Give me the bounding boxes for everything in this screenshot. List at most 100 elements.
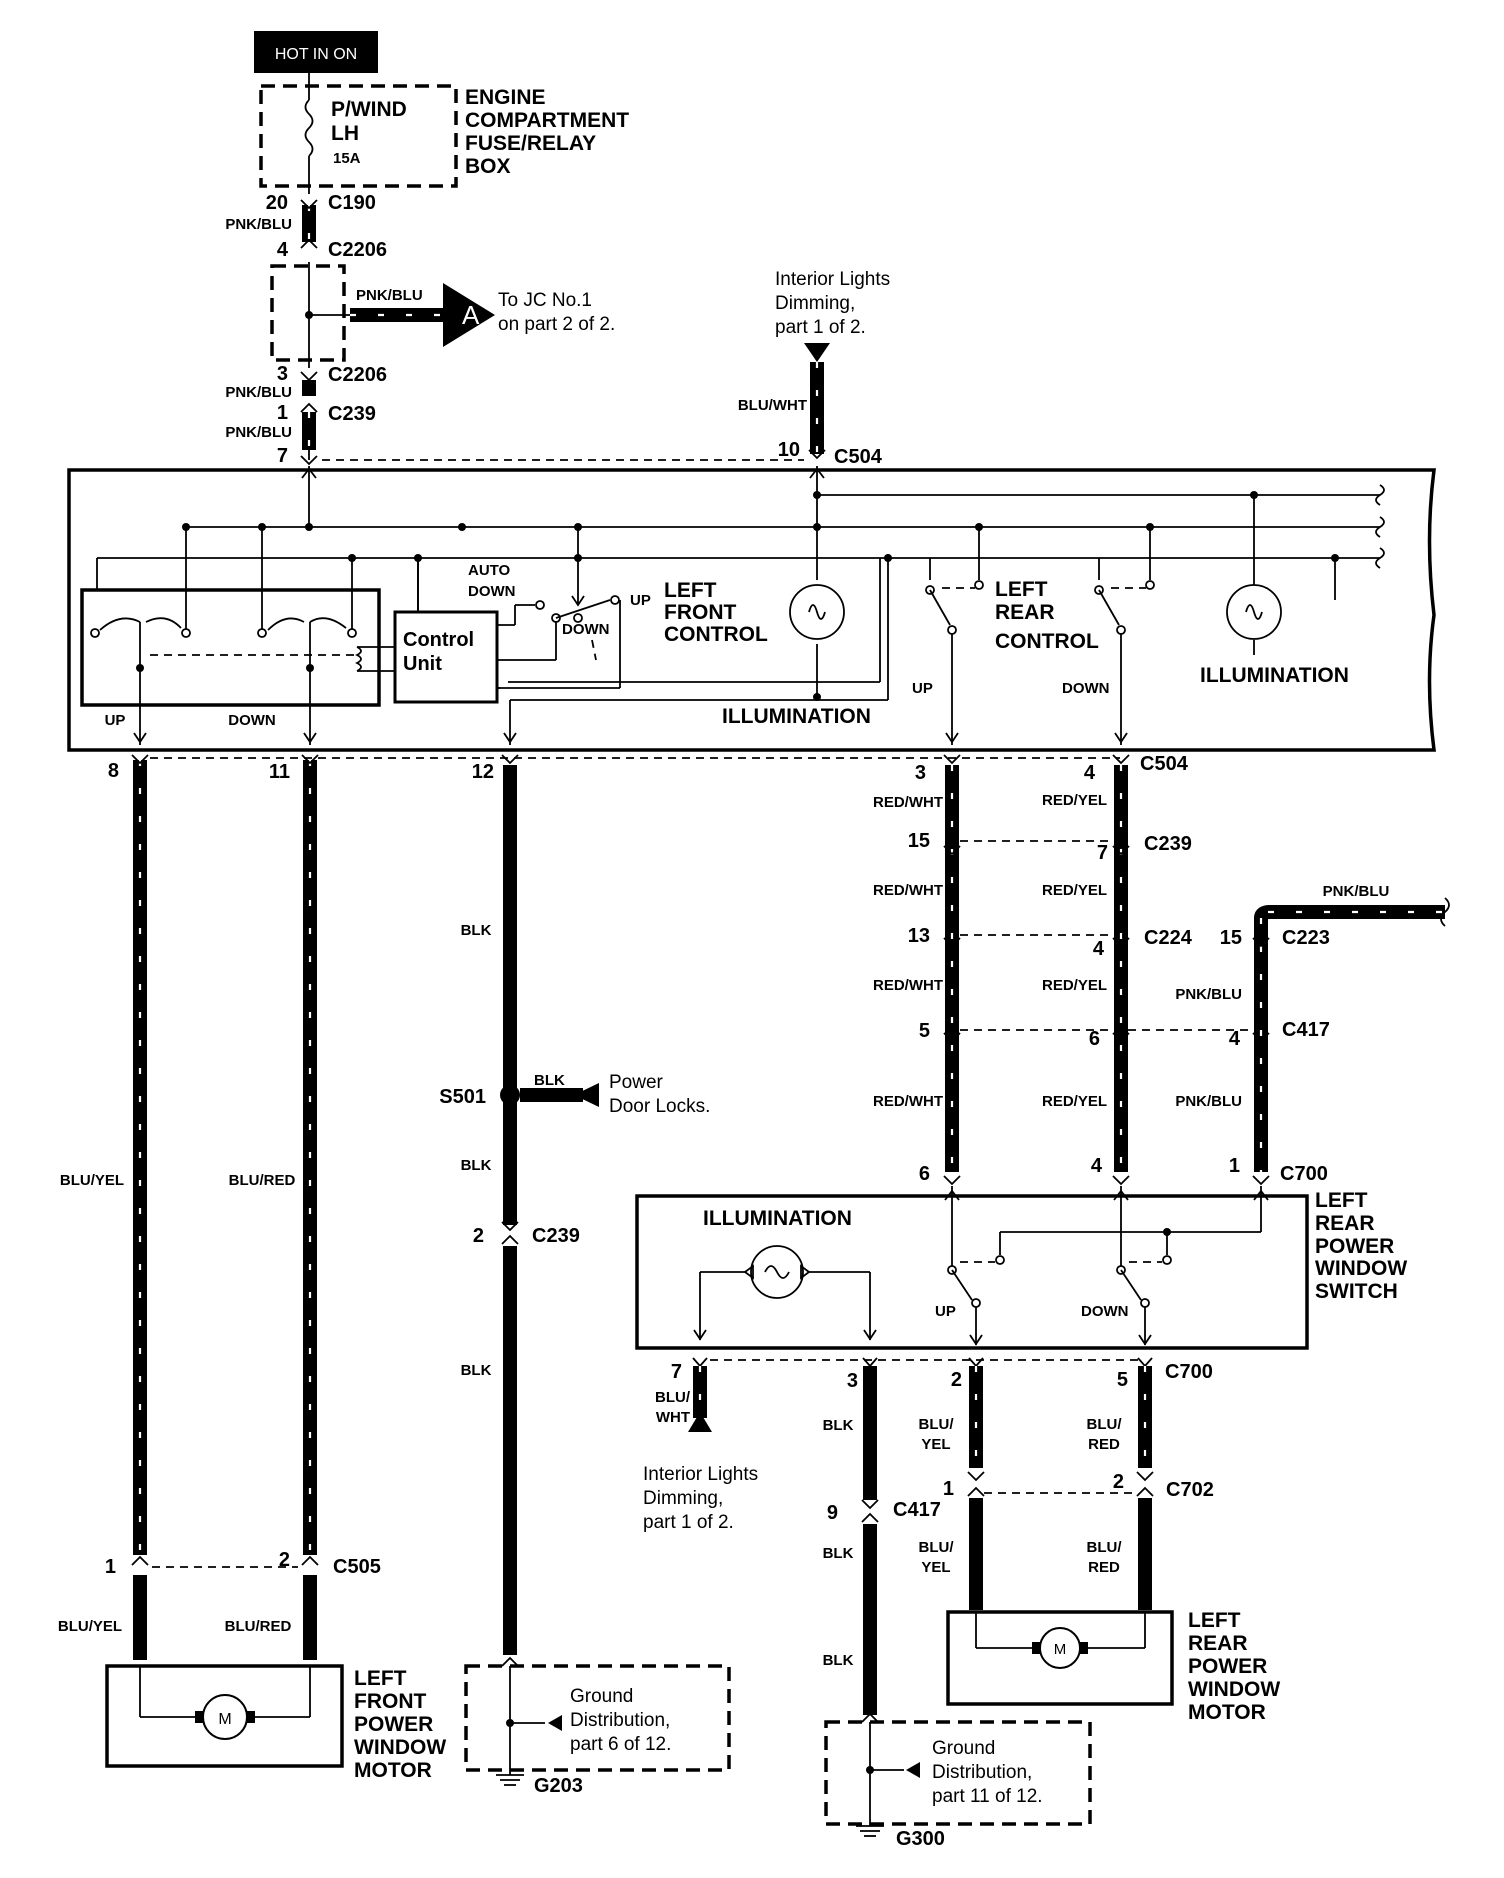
fuse-icon bbox=[304, 99, 314, 157]
svg-text:M: M bbox=[218, 1711, 231, 1728]
svg-text:COMPARTMENT: COMPARTMENT bbox=[465, 109, 629, 132]
svg-text:8: 8 bbox=[108, 760, 119, 782]
svg-text:BLK: BLK bbox=[823, 1652, 854, 1669]
svg-text:RED: RED bbox=[1088, 1559, 1120, 1576]
svg-text:1: 1 bbox=[277, 402, 288, 424]
svg-text:LEFT: LEFT bbox=[1315, 1189, 1368, 1212]
svg-text:RED/WHT: RED/WHT bbox=[873, 794, 943, 811]
svg-text:BLU/: BLU/ bbox=[1087, 1539, 1123, 1556]
master-switch-internals bbox=[80, 466, 1385, 745]
svg-text:1: 1 bbox=[943, 1478, 954, 1500]
svg-text:RED/YEL: RED/YEL bbox=[1042, 882, 1107, 899]
svg-text:REAR: REAR bbox=[1315, 1212, 1375, 1235]
svg-text:G300: G300 bbox=[896, 1828, 945, 1850]
svg-text:2: 2 bbox=[951, 1369, 962, 1391]
svg-text:part 1 of 2.: part 1 of 2. bbox=[775, 317, 866, 338]
svg-text:RED/YEL: RED/YEL bbox=[1042, 792, 1107, 809]
svg-text:PNK/BLU: PNK/BLU bbox=[1323, 883, 1390, 900]
svg-text:C190: C190 bbox=[328, 192, 376, 214]
svg-text:BLU/YEL: BLU/YEL bbox=[60, 1172, 124, 1189]
svg-text:C504: C504 bbox=[1140, 753, 1189, 775]
svg-text:Power: Power bbox=[609, 1072, 664, 1093]
svg-text:Interior Lights: Interior Lights bbox=[643, 1464, 758, 1485]
svg-text:3: 3 bbox=[915, 762, 926, 784]
svg-text:3: 3 bbox=[847, 1370, 858, 1392]
svg-text:UP: UP bbox=[105, 712, 126, 729]
svg-text:SWITCH: SWITCH bbox=[1315, 1280, 1398, 1303]
svg-text:Dimming,: Dimming, bbox=[775, 293, 855, 314]
svg-text:Dimming,: Dimming, bbox=[643, 1488, 723, 1509]
svg-text:5: 5 bbox=[919, 1020, 930, 1042]
svg-text:2: 2 bbox=[1113, 1471, 1124, 1493]
svg-text:part 6 of 12.: part 6 of 12. bbox=[570, 1734, 671, 1755]
svg-text:Interior Lights: Interior Lights bbox=[775, 269, 890, 290]
svg-text:RED: RED bbox=[1088, 1436, 1120, 1453]
svg-text:DOWN: DOWN bbox=[468, 583, 516, 600]
svg-text:BLK: BLK bbox=[461, 1157, 492, 1174]
svg-text:7: 7 bbox=[671, 1361, 682, 1383]
svg-text:PNK/BLU: PNK/BLU bbox=[1175, 1093, 1242, 1110]
svg-text:15: 15 bbox=[1220, 927, 1242, 949]
svg-text:DOWN: DOWN bbox=[562, 621, 610, 638]
svg-text:PNK/BLU: PNK/BLU bbox=[225, 216, 292, 233]
svg-text:12: 12 bbox=[472, 761, 494, 783]
svg-text:1: 1 bbox=[1229, 1155, 1240, 1177]
svg-text:4: 4 bbox=[277, 239, 289, 261]
svg-text:HOT IN ON: HOT IN ON bbox=[275, 46, 357, 63]
svg-text:BLU/WHT: BLU/WHT bbox=[738, 397, 807, 414]
svg-text:11: 11 bbox=[269, 761, 290, 783]
svg-text:BLK: BLK bbox=[461, 1362, 492, 1379]
motor-icon bbox=[1039, 1627, 1081, 1669]
svg-text:3: 3 bbox=[277, 363, 288, 385]
svg-text:CONTROL: CONTROL bbox=[995, 630, 1099, 653]
svg-text:FUSE/RELAY: FUSE/RELAY bbox=[465, 132, 596, 155]
svg-text:PNK/BLU: PNK/BLU bbox=[356, 287, 423, 304]
left-front-motor: M bbox=[105, 1664, 344, 1768]
svg-text:FRONT: FRONT bbox=[354, 1690, 426, 1713]
svg-text:POWER: POWER bbox=[354, 1713, 433, 1736]
svg-text:Distribution,: Distribution, bbox=[932, 1762, 1032, 1783]
svg-text:UP: UP bbox=[935, 1303, 956, 1320]
svg-text:20: 20 bbox=[266, 192, 288, 214]
rear-switch-box bbox=[635, 1186, 1309, 1350]
svg-text:UP: UP bbox=[630, 592, 651, 609]
svg-text:C2206: C2206 bbox=[328, 364, 387, 386]
svg-text:REAR: REAR bbox=[1188, 1632, 1248, 1655]
master-switch-box bbox=[67, 468, 1436, 752]
svg-text:WHT: WHT bbox=[656, 1409, 690, 1426]
svg-text:LEFT: LEFT bbox=[995, 578, 1048, 601]
svg-text:13: 13 bbox=[908, 925, 930, 947]
svg-text:2: 2 bbox=[473, 1225, 484, 1247]
svg-text:C700: C700 bbox=[1165, 1361, 1213, 1383]
svg-text:9: 9 bbox=[827, 1502, 838, 1524]
svg-text:BLK: BLK bbox=[534, 1072, 565, 1089]
svg-text:DOWN: DOWN bbox=[1081, 1303, 1129, 1320]
svg-text:BLK: BLK bbox=[823, 1417, 854, 1434]
svg-text:BLU/: BLU/ bbox=[655, 1389, 691, 1406]
svg-text:MOTOR: MOTOR bbox=[1188, 1701, 1266, 1724]
svg-text:RED/YEL: RED/YEL bbox=[1042, 1093, 1107, 1110]
svg-text:POWER: POWER bbox=[1188, 1655, 1267, 1678]
ground-wire-g203 bbox=[500, 754, 599, 1667]
svg-text:BLU/YEL: BLU/YEL bbox=[58, 1618, 122, 1635]
svg-text:MOTOR: MOTOR bbox=[354, 1759, 432, 1782]
svg-text:4: 4 bbox=[1093, 938, 1105, 960]
svg-text:BLU/: BLU/ bbox=[919, 1539, 955, 1556]
ground-wire-g300 bbox=[861, 1357, 879, 1723]
svg-text:Ground: Ground bbox=[932, 1738, 995, 1759]
svg-text:BLU/RED: BLU/RED bbox=[229, 1172, 296, 1189]
svg-text:BLU/RED: BLU/RED bbox=[225, 1618, 292, 1635]
svg-text:YEL: YEL bbox=[921, 1436, 950, 1453]
svg-text:RED/YEL: RED/YEL bbox=[1042, 977, 1107, 994]
svg-text:BLK: BLK bbox=[823, 1545, 854, 1562]
svg-text:PNK/BLU: PNK/BLU bbox=[225, 424, 292, 441]
svg-text:DOWN: DOWN bbox=[228, 712, 276, 729]
svg-text:Ground: Ground bbox=[570, 1686, 633, 1707]
svg-text:REAR: REAR bbox=[995, 601, 1055, 624]
svg-text:RED/WHT: RED/WHT bbox=[873, 1093, 943, 1110]
svg-text:PNK/BLU: PNK/BLU bbox=[1175, 986, 1242, 1003]
c2206-junction: A bbox=[270, 262, 495, 368]
left-rear-motor: M bbox=[946, 1610, 1174, 1706]
svg-text:POWER: POWER bbox=[1315, 1235, 1394, 1258]
